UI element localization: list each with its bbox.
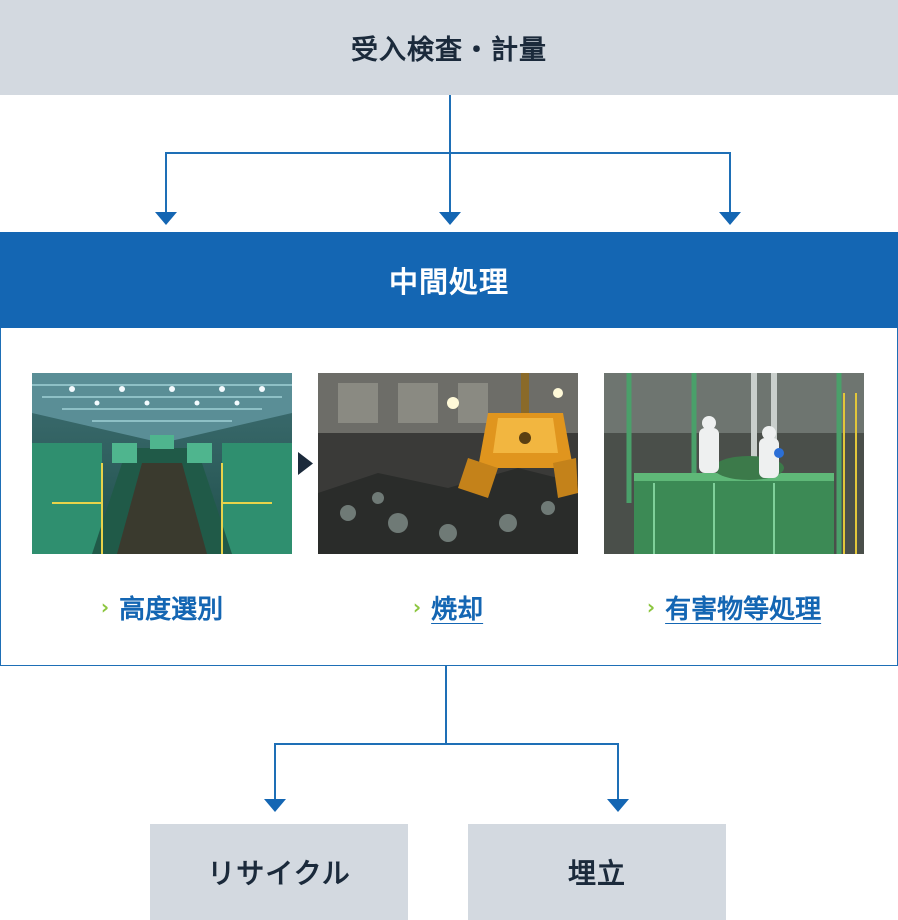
recycle-box: リサイクル	[150, 824, 408, 920]
incineration-crane-photo	[318, 373, 578, 554]
connector-top-branch	[165, 152, 731, 213]
hazardous-treatment-photo	[604, 373, 864, 554]
intermediate-treatment-title: 中間処理	[388, 265, 509, 299]
recycle-label: リサイクル	[207, 857, 351, 890]
link-advanced-sorting[interactable]: › 高度選別	[32, 588, 292, 626]
arrow-down-icon	[719, 212, 741, 225]
inspection-weighing-box: 受入検査・計量	[0, 0, 898, 95]
incineration-label: 焼却	[431, 594, 484, 625]
sorting-facility-photo	[32, 373, 292, 554]
chevron-right-icon: ›	[412, 595, 422, 619]
connector-bottom-branch	[274, 743, 619, 805]
link-hazardous-treatment[interactable]: › 有害物等処理	[604, 588, 864, 626]
inspection-weighing-title: 受入検査・計量	[351, 35, 547, 66]
link-incineration[interactable]: › 焼却	[318, 588, 578, 626]
advanced-sorting-label: 高度選別	[119, 594, 224, 625]
landfill-label: 埋立	[567, 857, 626, 890]
hazardous-treatment-label: 有害物等処理	[665, 594, 822, 625]
arrow-down-icon	[264, 799, 286, 812]
arrow-down-icon	[607, 799, 629, 812]
landfill-box: 埋立	[468, 824, 726, 920]
chevron-right-icon: ›	[100, 595, 110, 619]
chevron-right-icon: ›	[646, 595, 656, 619]
arrow-down-icon	[155, 212, 177, 225]
arrow-down-icon	[439, 212, 461, 225]
arrow-right-icon	[298, 452, 313, 475]
intermediate-treatment-header: 中間処理	[0, 232, 898, 328]
